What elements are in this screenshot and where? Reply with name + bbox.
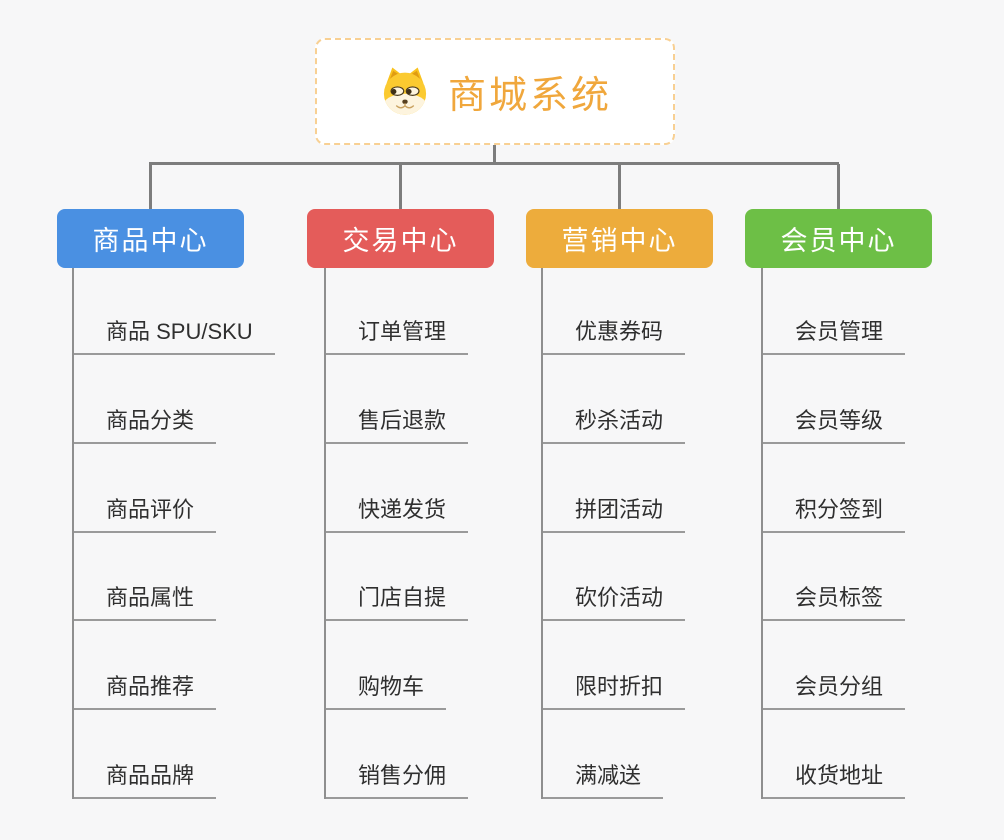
connector-bus: [149, 162, 839, 165]
leaf-label[interactable]: 秒杀活动: [541, 403, 686, 444]
leaf-label[interactable]: 商品推荐: [72, 669, 217, 711]
leaf-label[interactable]: 快递发货: [324, 492, 469, 533]
category-node-product-center[interactable]: 商品中心: [57, 209, 244, 268]
leaf-node: 限时折扣: [541, 621, 686, 711]
leaf-label[interactable]: 门店自提: [324, 580, 469, 622]
leaf-label[interactable]: 优惠券码: [541, 314, 686, 355]
leaf-label[interactable]: 销售分佣: [324, 758, 469, 799]
connector-root-stub: [493, 145, 496, 164]
category-node-marketing-center[interactable]: 营销中心: [526, 209, 713, 268]
leaf-label[interactable]: 会员分组: [761, 669, 906, 711]
leaf-node: 商品属性: [72, 533, 275, 622]
branch-trunk: [761, 268, 763, 799]
leaf-label[interactable]: 订单管理: [324, 314, 469, 355]
leaf-node: 销售分佣: [324, 710, 469, 799]
leaf-label[interactable]: 商品品牌: [72, 758, 217, 799]
root-node[interactable]: 商城系统: [315, 38, 675, 145]
leaf-node: 商品评价: [72, 444, 275, 533]
leaf-node: 秒杀活动: [541, 355, 686, 444]
branch-trunk: [541, 268, 543, 799]
leaf-label[interactable]: 商品属性: [72, 580, 217, 622]
leaf-node: 会员等级: [761, 355, 906, 444]
leaf-node: 满减送: [541, 710, 685, 799]
branch-trunk: [72, 268, 74, 799]
leaf-node: 优惠券码: [541, 268, 686, 355]
branch-marketing-center: 优惠券码 秒杀活动 拼团活动 砍价活动 限时折扣 满减送: [541, 268, 686, 799]
leaf-node: 购物车: [324, 621, 468, 711]
leaf-node: 售后退款: [324, 355, 469, 444]
leaf-label[interactable]: 砍价活动: [541, 580, 686, 622]
leaf-node: 积分签到: [761, 444, 906, 533]
leaf-label[interactable]: 满减送: [541, 758, 664, 799]
leaf-label[interactable]: 会员管理: [761, 314, 906, 355]
leaf-label[interactable]: 购物车: [324, 669, 447, 711]
root-title: 商城系统: [447, 75, 612, 117]
leaf-label[interactable]: 会员标签: [761, 580, 906, 622]
category-node-trade-center[interactable]: 交易中心: [307, 209, 494, 268]
leaf-node: 商品分类: [72, 355, 275, 444]
leaf-label[interactable]: 积分签到: [761, 492, 906, 533]
connector-drop-marketing: [618, 164, 621, 210]
leaf-node: 会员标签: [761, 533, 906, 622]
leaf-label[interactable]: 拼团活动: [541, 492, 686, 533]
leaf-node: 商品品牌: [72, 710, 275, 799]
leaf-node: 快递发货: [324, 444, 469, 533]
leaf-label[interactable]: 会员等级: [761, 403, 906, 444]
leaf-node: 门店自提: [324, 533, 469, 622]
leaf-node: 订单管理: [324, 268, 469, 355]
leaf-node: 收货地址: [761, 710, 906, 799]
connector-drop-member: [837, 164, 840, 210]
connector-drop-product: [149, 164, 152, 210]
leaf-label[interactable]: 商品分类: [72, 403, 217, 444]
leaf-label[interactable]: 限时折扣: [541, 669, 686, 711]
branch-trade-center: 订单管理 售后退款 快递发货 门店自提 购物车 销售分佣: [324, 268, 469, 799]
leaf-label[interactable]: 售后退款: [324, 403, 469, 444]
leaf-node: 拼团活动: [541, 444, 686, 533]
leaf-node: 商品 SPU/SKU: [72, 268, 275, 355]
leaf-label[interactable]: 收货地址: [761, 758, 906, 799]
connector-drop-trade: [399, 164, 402, 210]
branch-product-center: 商品 SPU/SKU 商品分类 商品评价 商品属性 商品推荐 商品品牌: [72, 268, 275, 799]
leaf-node: 商品推荐: [72, 621, 275, 711]
leaf-label[interactable]: 商品评价: [72, 492, 217, 533]
branch-trunk: [324, 268, 326, 799]
shiba-dog-icon: [383, 67, 427, 115]
leaf-node: 会员管理: [761, 268, 906, 355]
leaf-node: 砍价活动: [541, 533, 686, 622]
leaf-label[interactable]: 商品 SPU/SKU: [72, 314, 275, 355]
category-node-member-center[interactable]: 会员中心: [745, 209, 932, 268]
leaf-node: 会员分组: [761, 621, 906, 711]
branch-member-center: 会员管理 会员等级 积分签到 会员标签 会员分组 收货地址: [761, 268, 906, 799]
